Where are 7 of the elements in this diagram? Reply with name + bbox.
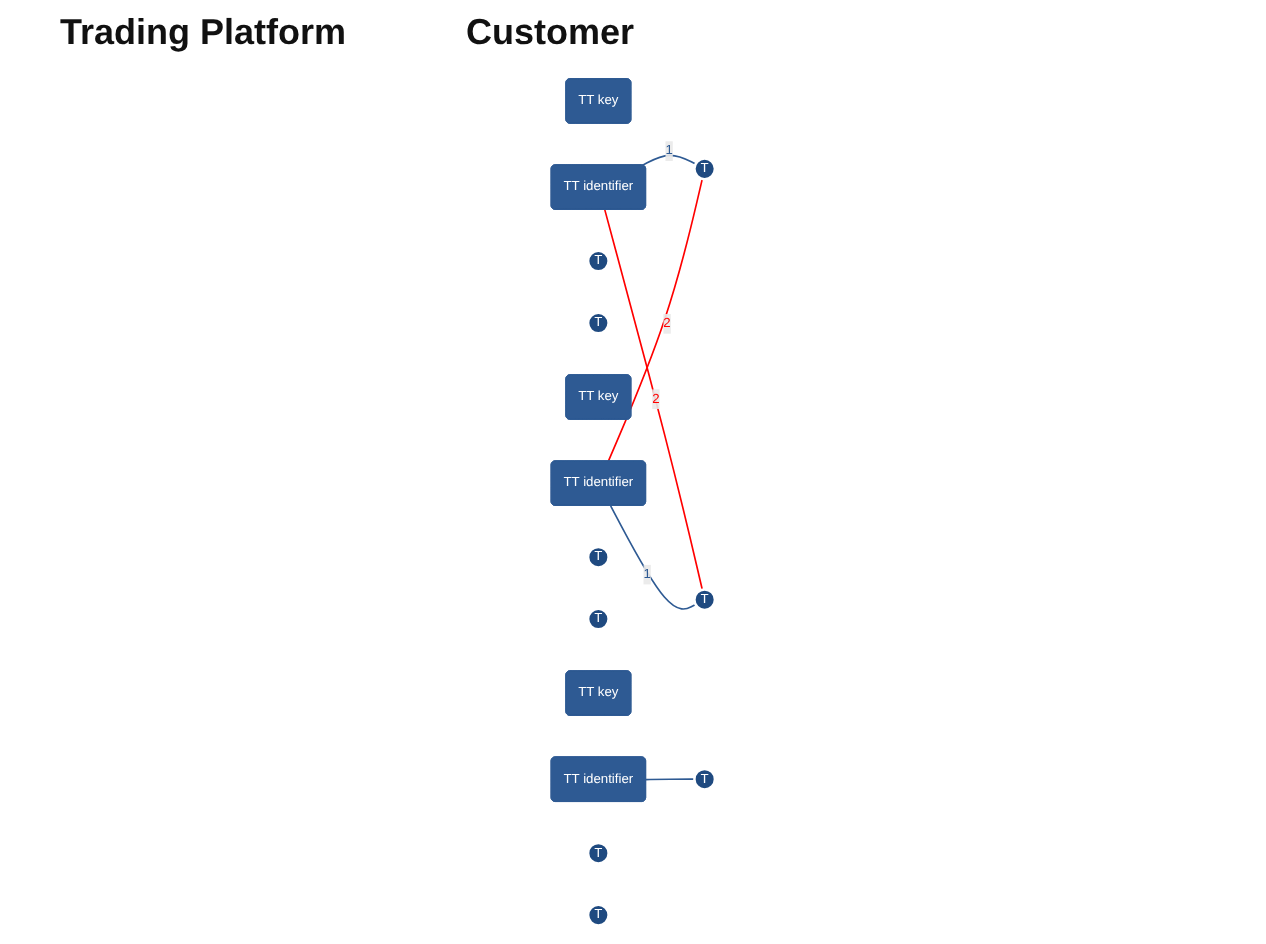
column-heading: Trading Platform (60, 12, 347, 56)
connector (607, 178, 704, 463)
connector (609, 505, 697, 610)
connector (641, 154, 697, 167)
column-heading: Customer (466, 12, 635, 56)
connector (645, 778, 696, 781)
connector (604, 209, 704, 591)
